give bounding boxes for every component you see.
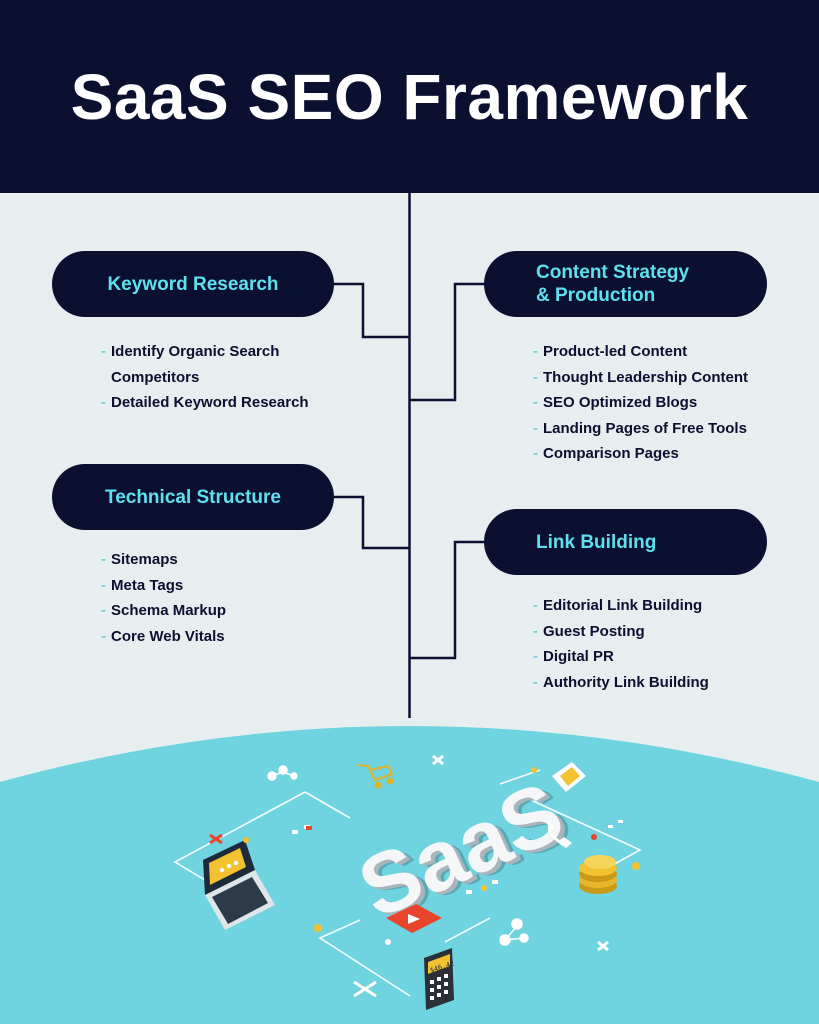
shopping-cart-icon bbox=[357, 764, 394, 789]
content-strategy-list: Product-led Content Thought Leadership C… bbox=[533, 339, 793, 467]
connector-keyword-research bbox=[334, 282, 409, 339]
play-button-icon bbox=[386, 904, 442, 933]
list-item: Editorial Link Building bbox=[533, 593, 793, 619]
list-item: Schema Markup bbox=[101, 598, 331, 624]
technical-structure-title: Technical Structure bbox=[105, 486, 281, 508]
list-item: Authority Link Building bbox=[533, 670, 793, 696]
coins-icon bbox=[579, 855, 617, 894]
scene-ground bbox=[0, 726, 819, 1024]
list-item: Digital PR bbox=[533, 644, 793, 670]
saas-illustration: SaaS SaaS SaaS bbox=[0, 726, 819, 1024]
list-item: Core Web Vitals bbox=[101, 624, 331, 650]
list-item: Sitemaps bbox=[101, 547, 331, 573]
link-building-list: Editorial Link Building Guest Posting Di… bbox=[533, 593, 793, 695]
connector-technical-structure bbox=[334, 495, 409, 550]
laptop-icon bbox=[203, 840, 275, 930]
list-item: Identify Organic Search Competitors bbox=[101, 339, 331, 390]
decorative-marks bbox=[209, 754, 640, 998]
connector-link-building bbox=[409, 540, 485, 660]
list-item: Comparison Pages bbox=[533, 441, 793, 467]
list-item: Product-led Content bbox=[533, 339, 793, 365]
list-item: Meta Tags bbox=[101, 573, 331, 599]
technical-structure-list: Sitemaps Meta Tags Schema Markup Core We… bbox=[101, 547, 331, 649]
list-item: Guest Posting bbox=[533, 619, 793, 645]
page-title: SaaS SEO Framework bbox=[70, 60, 749, 133]
envelope-icon bbox=[552, 762, 586, 792]
list-item: SEO Optimized Blogs bbox=[533, 390, 793, 416]
phone-icon bbox=[548, 819, 572, 848]
keyword-research-list: Identify Organic Search Competitors Deta… bbox=[101, 339, 331, 416]
header-banner: SaaS SEO Framework bbox=[0, 0, 819, 193]
calculator-icon: $46.42 bbox=[424, 948, 455, 1010]
share-icon bbox=[267, 765, 529, 946]
list-item: Thought Leadership Content bbox=[533, 365, 793, 391]
list-item: Detailed Keyword Research bbox=[101, 390, 331, 416]
keyword-research-title: Keyword Research bbox=[107, 273, 279, 295]
keyword-research-pill: Keyword Research bbox=[52, 251, 334, 317]
content-strategy-title-line-2: & Production bbox=[536, 285, 656, 306]
content-strategy-pill: Content Strategy & Production bbox=[484, 251, 767, 317]
technical-structure-pill: Technical Structure bbox=[52, 464, 334, 530]
link-building-title: Link Building bbox=[536, 531, 657, 553]
content-strategy-title-line-1: Content Strategy bbox=[536, 262, 690, 283]
connector-content-strategy bbox=[409, 282, 485, 402]
link-building-pill: Link Building bbox=[484, 509, 767, 575]
list-item: Landing Pages of Free Tools bbox=[533, 416, 793, 442]
